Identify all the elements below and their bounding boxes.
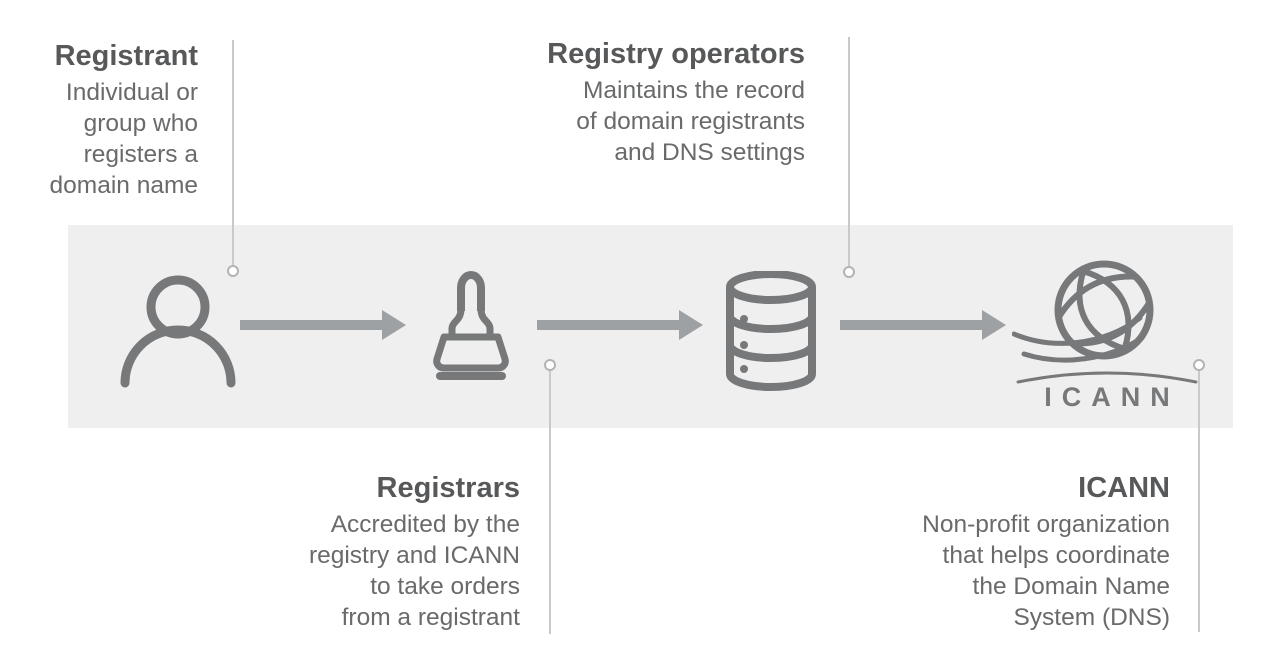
icann-title: ICANN — [1078, 472, 1170, 504]
registrant-title: Registrant — [54, 40, 198, 72]
connector-line-registrars — [549, 371, 551, 634]
connector-dot-registry-operators — [843, 266, 855, 278]
connector-dot-icann — [1193, 359, 1205, 371]
icann-logo-text: ICANN — [1044, 382, 1180, 410]
registry-operators-description: Maintains the record of domain registran… — [576, 77, 805, 167]
connector-line-registry-operators — [848, 37, 850, 266]
stamp-icon — [433, 271, 509, 380]
connector-dot-registrant — [227, 265, 239, 277]
registrars-title: Registrars — [376, 472, 520, 504]
label-registrant: Registrant Individual or group who regis… — [0, 38, 198, 201]
arrow-right-icon — [240, 310, 406, 340]
person-icon — [120, 275, 236, 388]
connector-line-registrant — [232, 40, 234, 265]
label-icann: ICANN Non-profit organization that helps… — [820, 470, 1170, 633]
label-registry-operators: Registry operators Maintains the record … — [475, 36, 805, 168]
database-icon — [726, 271, 816, 391]
arrow-right-icon — [840, 310, 1006, 340]
icann-logo: ICANN — [1012, 260, 1198, 410]
registry-operators-title: Registry operators — [547, 38, 805, 70]
connector-dot-registrars — [544, 359, 556, 371]
label-registrars: Registrars Accredited by the registry an… — [190, 470, 520, 633]
registrant-description: Individual or group who registers a doma… — [49, 79, 198, 200]
arrow-right-icon — [537, 310, 703, 340]
icann-description: Non-profit organization that helps coord… — [922, 511, 1170, 632]
registrars-description: Accredited by the registry and ICANN to … — [308, 511, 520, 632]
connector-line-icann — [1198, 371, 1200, 632]
